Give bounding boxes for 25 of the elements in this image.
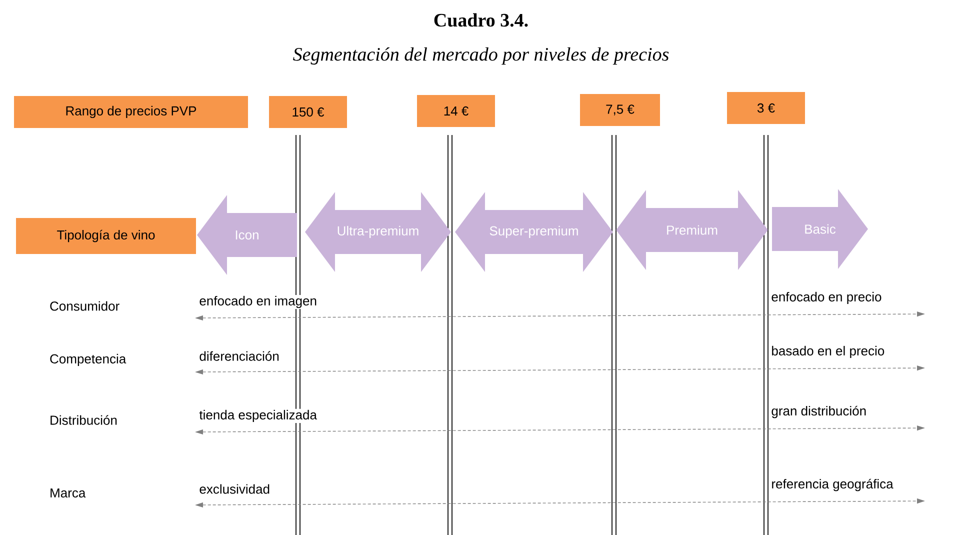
price-box: 7,5 € [580, 94, 660, 126]
segment-band: Ultra-premium [305, 192, 451, 272]
row-text: enfocado en imagen [198, 294, 318, 310]
price-box: Tipología de vino [16, 218, 196, 254]
segment-band: Premium [616, 190, 768, 270]
row-label: Competencia [50, 354, 126, 366]
price-box: 150 € [269, 96, 347, 128]
segment-band: Super-premium [455, 192, 613, 272]
row-text: basado en el precio [770, 344, 886, 360]
title: Cuadro 3.4. [434, 13, 528, 27]
row-text: tienda especializada [198, 408, 318, 424]
price-box: 3 € [727, 92, 805, 124]
row-label: Marca [50, 488, 86, 498]
row-text: enfocado en precio [770, 290, 883, 306]
price-box: Rango de precios PVP [14, 96, 248, 128]
segment-band: Icon [197, 195, 297, 275]
row-label: Consumidor [50, 301, 120, 311]
row-text: referencia geográfica [770, 478, 894, 492]
row-text: gran distribución [770, 404, 868, 420]
segment-band: Basic [772, 189, 868, 269]
row-label: Distribución [50, 415, 117, 425]
row-text: exclusividad [198, 483, 272, 495]
caption: Segmentación del mercado por niveles de precios [293, 47, 669, 65]
price-box: 14 € [417, 95, 495, 127]
row-text: diferenciación [198, 350, 280, 362]
